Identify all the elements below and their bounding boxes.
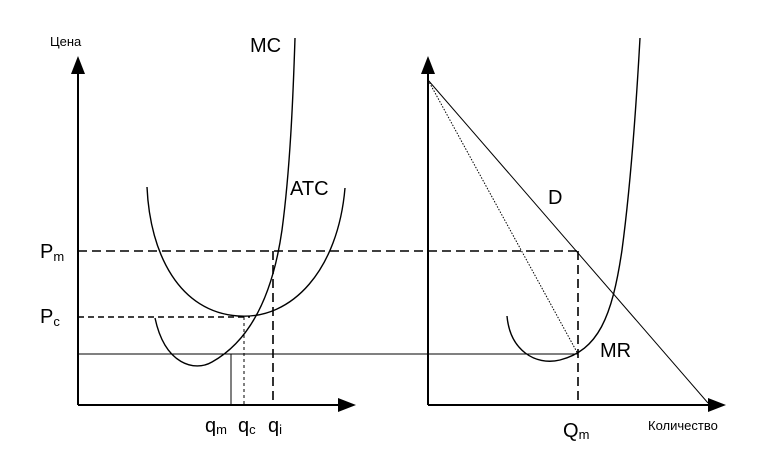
pm-label: Pm bbox=[40, 241, 64, 264]
qi-label: qi bbox=[268, 415, 282, 437]
marginal-revenue-curve bbox=[427, 79, 579, 355]
pc-label: Pc bbox=[40, 306, 60, 329]
qc-label: qc bbox=[238, 415, 256, 437]
left-panel-firm bbox=[71, 37, 578, 412]
x-axis-label: Количество bbox=[648, 418, 718, 433]
right-x-axis-arrow bbox=[708, 398, 726, 412]
atc-curve bbox=[146, 186, 346, 317]
y-axis-label: Цена bbox=[50, 34, 82, 49]
atc-label: ATC bbox=[290, 178, 329, 200]
qm-label: qm bbox=[205, 415, 227, 437]
left-x-axis-arrow bbox=[338, 398, 356, 412]
demand-label: D bbox=[548, 187, 562, 209]
mc-label: MC bbox=[250, 35, 281, 57]
right-panel-market bbox=[421, 37, 726, 412]
left-y-axis-arrow bbox=[71, 56, 85, 74]
right-y-axis-arrow bbox=[421, 56, 435, 74]
Qm-label: Qm bbox=[563, 420, 589, 442]
right-cost-curve bbox=[506, 37, 641, 362]
mc-curve bbox=[154, 37, 296, 367]
demand-curve bbox=[427, 79, 709, 404]
mr-label: MR bbox=[600, 340, 631, 362]
